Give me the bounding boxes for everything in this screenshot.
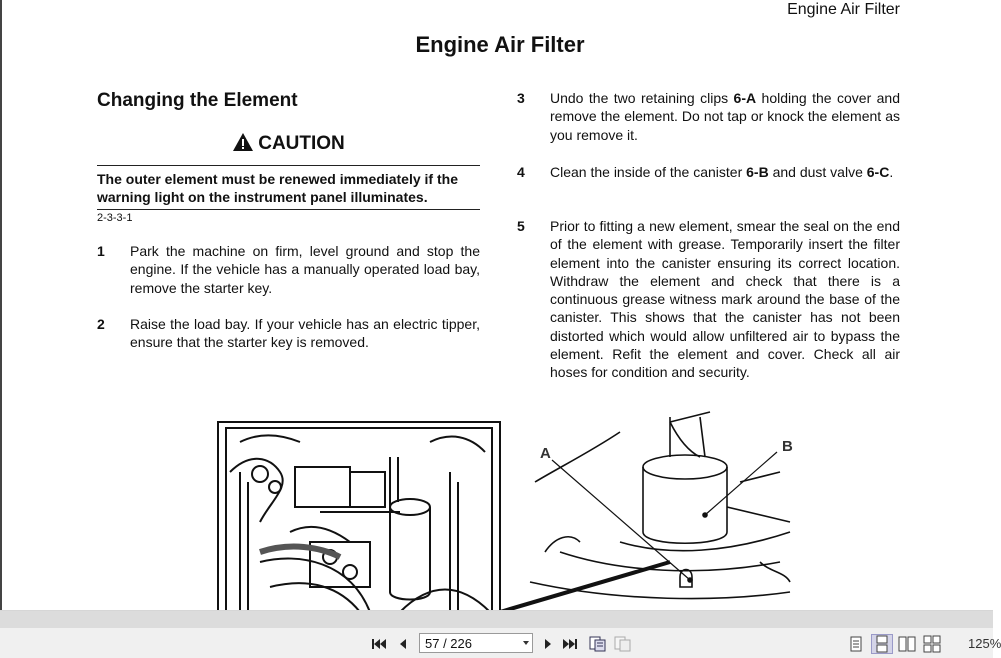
first-page-icon[interactable] xyxy=(370,635,388,653)
page-edge xyxy=(0,0,2,610)
chevron-down-icon xyxy=(523,641,529,645)
page-number-select[interactable]: 57 / 226 xyxy=(419,633,533,653)
step-text: Raise the load bay. If your vehicle has … xyxy=(130,316,480,351)
figure-label-a: A xyxy=(540,445,551,462)
caution-text: The outer element must be renewed immedi… xyxy=(97,165,480,210)
step-number: 1 xyxy=(97,243,105,259)
reference-code: 2-3-3-1 xyxy=(97,212,133,224)
figure-reference: 6-B xyxy=(746,164,769,180)
copy-disabled-icon[interactable] xyxy=(614,635,632,653)
prev-page-icon[interactable] xyxy=(394,635,412,653)
step-number: 2 xyxy=(97,316,105,332)
facing-view-icon[interactable] xyxy=(898,635,916,653)
engine-air-filter-figure: A B xyxy=(217,411,793,614)
step-number: 4 xyxy=(517,164,525,180)
caution-label: CAUTION xyxy=(258,133,345,154)
step-number: 5 xyxy=(517,218,525,234)
figure-label-b: B xyxy=(782,438,793,455)
zoom-level[interactable]: 125% xyxy=(968,636,1001,651)
step-text: Park the machine on firm, level ground a… xyxy=(130,243,480,296)
page-title: Engine Air Filter xyxy=(415,32,585,57)
running-header: Engine Air Filter xyxy=(787,1,900,18)
figure-reference: 6-A xyxy=(733,90,757,106)
last-page-icon[interactable] xyxy=(561,635,579,653)
continuous-view-icon[interactable] xyxy=(871,634,893,654)
page-indicator: 57 / 226 xyxy=(425,636,472,651)
caution-heading: CAUTION xyxy=(97,132,480,155)
step-text: Undo the two retaining clips 6-A holding… xyxy=(550,90,901,143)
step-text: Clean the inside of the canister 6-B and… xyxy=(550,164,894,180)
viewer-toolbar: 57 / 226 125% xyxy=(0,610,1001,658)
warning-icon xyxy=(233,133,254,151)
step-number: 3 xyxy=(517,90,525,106)
horizontal-scrollbar[interactable] xyxy=(0,611,993,628)
continuous-facing-view-icon[interactable] xyxy=(923,635,941,653)
next-page-icon[interactable] xyxy=(539,635,557,653)
step-text: Prior to fitting a new element, smear th… xyxy=(550,218,900,381)
section-title: Changing the Element xyxy=(97,90,298,111)
figure-reference: 6-C xyxy=(866,164,890,180)
single-page-view-icon[interactable] xyxy=(847,635,865,653)
copy-page-icon[interactable] xyxy=(589,635,607,653)
